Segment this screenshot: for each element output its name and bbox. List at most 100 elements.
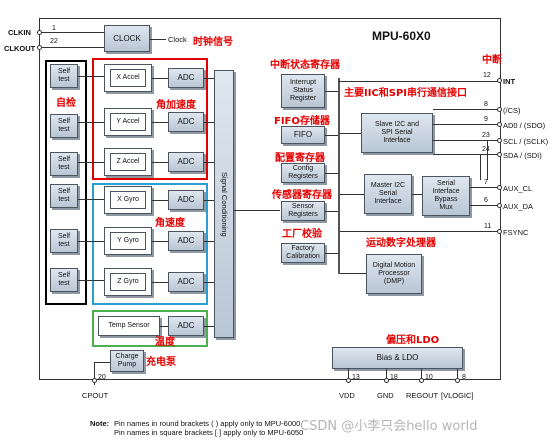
aux-cl-pin-label: AUX_CL — [503, 184, 533, 193]
fsync-pin — [497, 229, 502, 234]
self-test-link — [78, 241, 104, 242]
clkout-pin — [37, 45, 42, 50]
clock-out-label: Clock — [168, 35, 187, 44]
int-pin-number: 12 — [483, 72, 491, 79]
adc-bus-wire — [204, 122, 214, 123]
ad0-wire — [433, 124, 498, 125]
clkin-wire — [42, 32, 104, 33]
int-wire — [338, 81, 498, 82]
temp-group — [92, 310, 208, 347]
clkin-pin-number: 1 — [52, 25, 56, 32]
fsync-pin-label: FSYNC — [503, 228, 529, 237]
aux-da-pin — [497, 203, 502, 208]
note-label: Note: — [90, 419, 110, 428]
z-accel-adc-wire — [152, 162, 168, 163]
fsync-wire — [340, 231, 498, 232]
bypass-link — [487, 140, 488, 180]
cpout-wire — [94, 362, 110, 363]
vdd-pin-label: VDD — [339, 391, 355, 400]
chip-title: MPU-60X0 — [372, 29, 431, 43]
y-gyro-adc: ADC — [168, 231, 204, 251]
bus-link — [325, 211, 338, 212]
scl-wire — [433, 140, 498, 141]
bus-link — [325, 173, 338, 174]
annotation-interrupt-status: 中断状态寄存器 — [270, 60, 340, 71]
x-accel-block: X Accel — [104, 64, 152, 92]
gnd-pin-number: 18 — [390, 374, 398, 381]
vdd-wire — [348, 369, 349, 383]
vlogic-pin — [455, 378, 460, 383]
note-line-2: Pin names in square brackets [ ] apply o… — [114, 428, 304, 437]
cs-wire — [433, 109, 498, 110]
annotation-fifo: FIFO存储器 — [274, 116, 330, 127]
regout-wire — [421, 369, 422, 383]
y-accel-block: Y Accel — [104, 108, 152, 136]
int-pin — [497, 78, 502, 83]
z-gyro-adc-wire — [152, 282, 168, 283]
cpout-wire — [94, 362, 95, 385]
x-gyro-adc: ADC — [168, 190, 204, 210]
self-test-link — [78, 199, 104, 200]
annotation-bias-ldo: 偏压和LDO — [386, 335, 440, 346]
annotation-temperature: 温度 — [155, 337, 175, 348]
adc-bus-wire — [204, 241, 214, 242]
cpout-pin-label: CPOUT — [82, 391, 109, 400]
note-line-1: Pin names in round brackets ( ) apply on… — [114, 419, 301, 428]
self-test-link — [78, 76, 104, 77]
gnd-wire — [386, 369, 387, 383]
regout-pin — [419, 378, 424, 383]
x-accel-adc-wire — [152, 78, 168, 79]
sda-pin — [497, 152, 502, 157]
bus-link — [340, 273, 366, 274]
clkout-pin-label: CLKOUT — [4, 44, 36, 53]
bus-link — [325, 91, 338, 92]
sda-wire — [433, 154, 498, 155]
y-accel-adc-wire — [152, 122, 168, 123]
aux-da-wire — [470, 205, 498, 206]
adc-bus-wire — [204, 78, 214, 79]
z-accel-adc: ADC — [168, 152, 204, 172]
ad0-pin — [497, 122, 502, 127]
bus-link — [325, 135, 338, 136]
cs-pin-label: (/CS) — [503, 106, 521, 115]
adc-bus-wire — [204, 282, 214, 283]
scl-pin — [497, 138, 502, 143]
clkin-pin — [37, 30, 42, 35]
adc-bus-wire — [204, 326, 214, 327]
adc-bus-wire — [204, 200, 214, 201]
cpout-pin-number: 20 — [98, 374, 106, 381]
ad0-pin-number: 9 — [484, 116, 488, 123]
internal-bus — [338, 78, 340, 274]
scl-pin-label: SCL / (SCLK) — [503, 137, 549, 146]
self-test-link — [78, 280, 104, 281]
annotation-config: 配置寄存器 — [275, 153, 325, 164]
annotation-dmp: 运动数字处理器 — [366, 238, 436, 249]
clock-block: CLOCK — [104, 25, 150, 52]
scl-pin-number: 23 — [482, 132, 490, 139]
z-accel-block: Z Accel — [104, 148, 152, 176]
z-gyro-block: Z Gyro — [104, 268, 152, 296]
self-test-group — [45, 60, 87, 305]
gnd-pin — [384, 378, 389, 383]
self-test-link — [78, 122, 104, 123]
int-pin-label: INT — [503, 77, 516, 86]
x-accel-adc: ADC — [168, 68, 204, 88]
temp-adc: ADC — [168, 316, 204, 336]
aux-cl-pin-number: 7 — [484, 179, 488, 186]
signal-conditioning-block: Signal Conditioning — [214, 70, 234, 338]
bus-link — [325, 253, 338, 254]
annotation-accel: 角加速度 — [156, 100, 196, 111]
annotation-charge-pump: 充电泵 — [146, 357, 176, 368]
vdd-pin — [346, 378, 351, 383]
vlogic-wire — [457, 369, 458, 383]
